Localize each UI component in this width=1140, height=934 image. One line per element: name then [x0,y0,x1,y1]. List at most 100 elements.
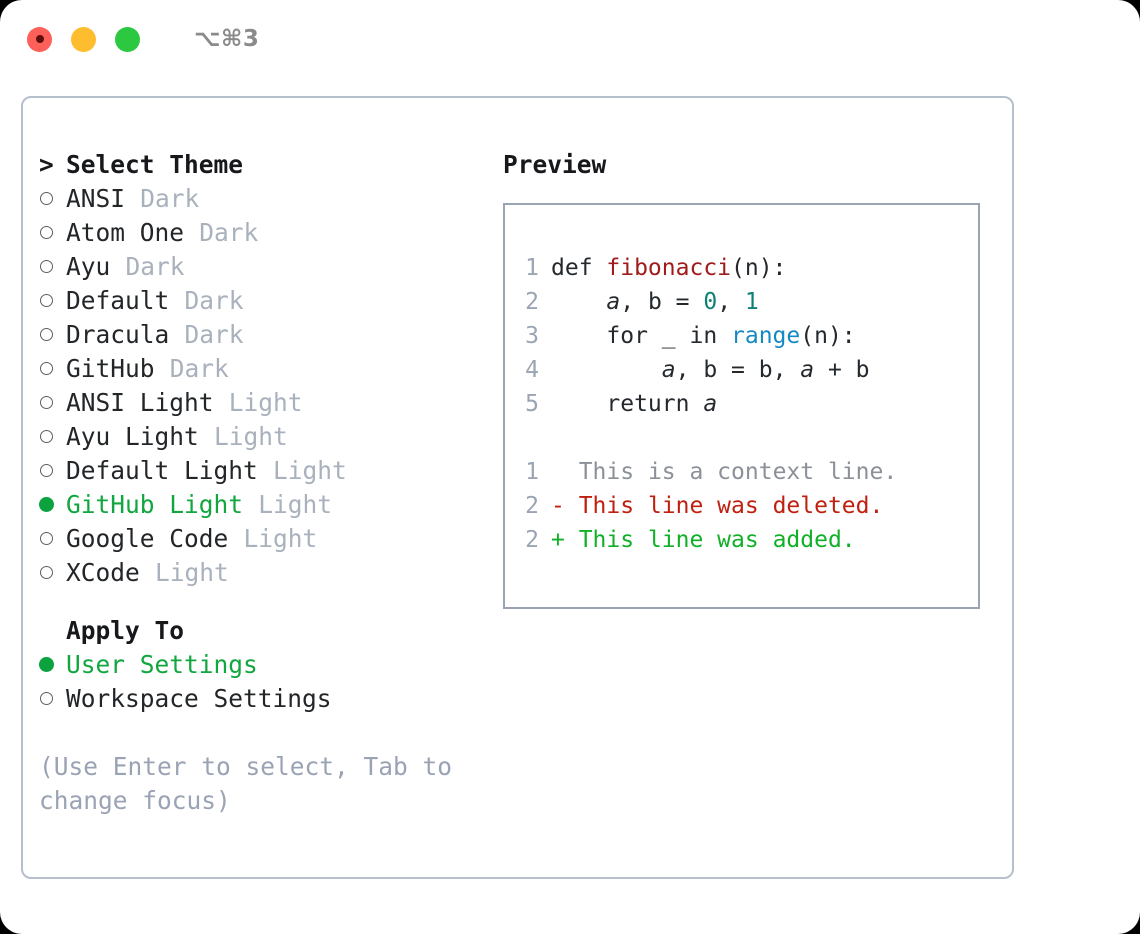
theme-kind-badge: Light [243,524,318,553]
theme-kind-badge: Light [228,388,303,417]
code-line: 2 a, b = 0, 1 [505,285,978,319]
diff-line-added: 2+ This line was added. [505,523,978,557]
diff-marker: - [551,493,579,519]
token-plain: = [661,289,704,315]
theme-name: GitHub Light [66,490,244,519]
token-plain: (n): [800,323,856,349]
token-num: 1 [744,289,759,315]
code-line: 4 a, b = b, a + b [505,353,978,387]
token-plain: def [551,255,607,281]
theme-kind-badge: Dark [184,320,244,349]
diff-text: This line was deleted. [578,493,884,519]
theme-option-default[interactable]: Default Dark [39,284,499,318]
token-plain: (n): [731,255,787,281]
theme-option-xcode[interactable]: XCode Light [39,556,499,590]
line-number: 2 [525,527,539,553]
token-var: a [661,357,676,383]
theme-kind-badge: Dark [184,286,244,315]
theme-option-ayu[interactable]: Ayu Dark [39,250,499,284]
theme-kind-badge: Light [154,558,229,587]
code-line: 3 for _ in range(n): [505,319,978,353]
theme-kind-badge: Dark [199,218,259,247]
code-line-content: def fibonacci(n): [551,251,786,285]
token-plain: b [647,289,662,315]
theme-kind-badge: Light [272,456,347,485]
code-line-content: for _ in range(n): [551,319,856,353]
diff-spacer [505,421,978,455]
theme-kind-badge: Dark [140,184,200,213]
theme-name: ANSI Light [66,388,214,417]
theme-name: Google Code [66,524,229,553]
line-number: 1 [525,255,539,281]
minimize-button[interactable] [71,26,96,52]
theme-name: Ayu Light [66,422,199,451]
token-plain: , b = b, [675,357,801,383]
traffic-lights [27,26,140,52]
diff-sample: 1 This is a context line.2- This line wa… [505,455,978,557]
theme-name: ANSI [66,184,126,213]
apply-to-option-user-settings[interactable]: User Settings [39,648,499,682]
theme-option-github[interactable]: GitHub Dark [39,352,499,386]
prompt-caret-icon: > [39,150,54,179]
zoom-button[interactable] [115,26,140,52]
apply-to-label: User Settings [66,650,258,679]
token-plain: , [620,289,648,315]
diff-line-context: 1 This is a context line. [505,455,978,489]
code-line: 1 def fibonacci(n): [505,251,978,285]
token-plain [551,289,606,315]
theme-option-google-code[interactable]: Google Code Light [39,522,499,556]
theme-name: Default [66,286,170,315]
theme-kind-badge: Dark [169,354,229,383]
theme-name: Default Light [66,456,258,485]
line-number: 3 [525,323,539,349]
theme-name: Ayu [66,252,111,281]
token-plain: + b [814,357,870,383]
line-number: 4 [525,357,539,383]
token-plain: for _ in [551,323,732,349]
select-theme-label: Select Theme [66,150,244,179]
theme-name: Dracula [66,320,170,349]
close-button[interactable] [27,26,52,52]
theme-option-dracula[interactable]: Dracula Dark [39,318,499,352]
theme-kind-badge: Dark [125,252,185,281]
select-theme-heading: > Select Theme [39,148,499,182]
theme-option-default-light[interactable]: Default Light Light [39,454,499,488]
diff-line-deleted: 2- This line was deleted. [505,489,978,523]
token-var: a [703,391,718,417]
diff-text: This is a context line. [578,459,898,485]
section-spacer [39,590,499,614]
line-number: 2 [525,493,539,519]
token-var: a [606,289,621,315]
hint-spacer [39,716,499,750]
theme-option-ayu-light[interactable]: Ayu Light Light [39,420,499,454]
diff-marker [551,455,579,489]
line-number: 2 [525,289,539,315]
line-number: 1 [525,459,539,485]
keyboard-hint: (Use Enter to select, Tab to change focu… [39,752,453,815]
token-func: fibonacci [606,255,732,281]
code-line-content: a, b = b, a + b [551,353,870,387]
theme-option-ansi[interactable]: ANSI Dark [39,182,499,216]
theme-option-ansi-light[interactable]: ANSI Light Light [39,386,499,420]
code-line-content: return a [551,387,717,421]
theme-name: GitHub [66,354,155,383]
theme-kind-badge: Light [213,422,288,451]
token-plain: return [551,391,704,417]
token-num: 0 [703,289,718,315]
theme-name: XCode [66,558,140,587]
token-plain: , [717,289,745,315]
token-var: a [800,357,815,383]
apply-to-option-workspace-settings[interactable]: Workspace Settings [39,682,499,716]
apply-to-heading: Apply To [66,616,185,645]
code-line-content: a, b = 0, 1 [551,285,759,319]
diff-text: This line was added. [578,527,856,553]
line-number: 5 [525,391,539,417]
